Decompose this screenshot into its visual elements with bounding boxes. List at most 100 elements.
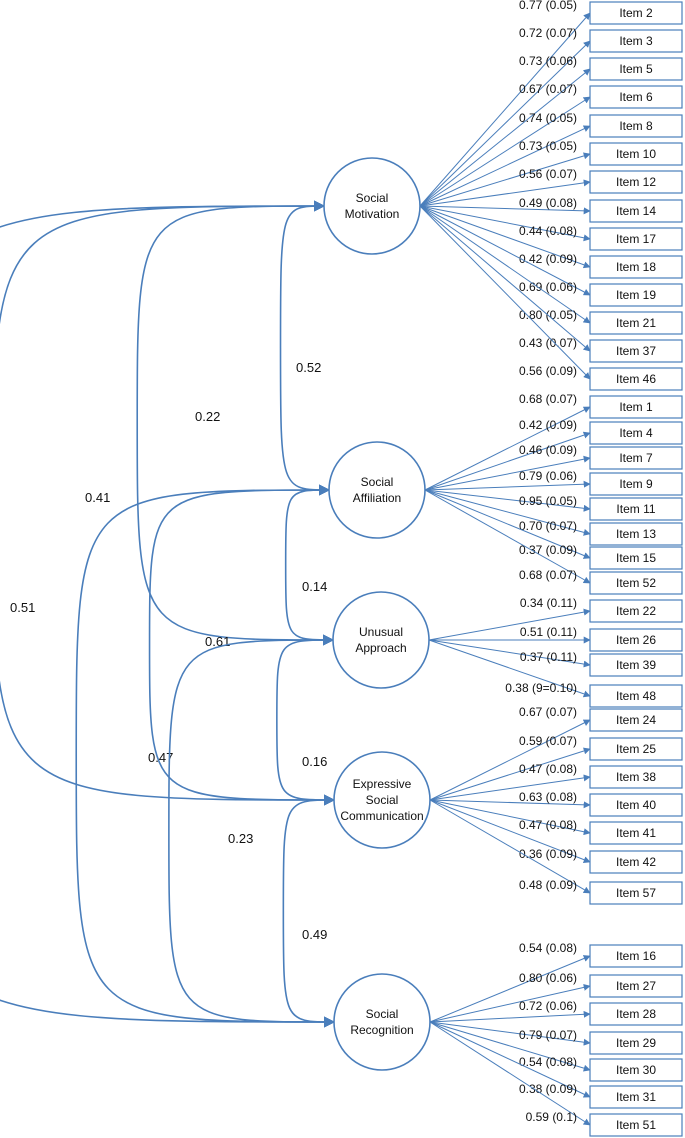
loading-label: 0.67 (0.07) — [519, 82, 577, 96]
loading-arrow — [419, 12, 591, 207]
loading-label: 0.73 (0.05) — [519, 139, 577, 153]
loading-arrow — [424, 406, 591, 491]
loading-label: 0.49 (0.08) — [519, 196, 577, 210]
item-box — [589, 737, 683, 761]
factor-label-line: Approach — [355, 641, 406, 655]
item-box — [589, 421, 683, 445]
loading-arrow — [429, 799, 591, 809]
loading-arrow — [424, 431, 591, 491]
item-label: Item 9 — [619, 477, 653, 491]
item-label: Item 1 — [619, 400, 653, 414]
loading-label: 0.37 (0.11) — [520, 650, 577, 664]
loading-arrow — [429, 1021, 591, 1126]
item-box — [589, 29, 683, 53]
loading-label: 0.51 (0.11) — [520, 625, 577, 639]
correlation-arc-sm-esc — [0, 200, 336, 806]
loading-label: 0.95 (0.05) — [519, 494, 577, 508]
item-box — [589, 684, 683, 708]
loading-label: 0.72 (0.06) — [519, 999, 577, 1013]
loading-arrow — [429, 719, 591, 801]
loading-arrow — [419, 205, 591, 215]
loading-arrow — [428, 639, 591, 668]
loading-label: 0.46 (0.09) — [519, 443, 577, 457]
loading-label: 0.68 (0.07) — [519, 568, 577, 582]
factor-ellipse — [333, 751, 431, 849]
loading-arrow — [424, 480, 591, 491]
loading-arrow — [419, 179, 591, 207]
loading-arrow — [419, 68, 591, 207]
item-box — [589, 199, 683, 223]
item-label: Item 5 — [619, 62, 653, 76]
item-label: Item 52 — [616, 576, 656, 590]
factor-label-line: Affiliation — [353, 491, 401, 505]
loading-arrow — [429, 774, 591, 801]
loading-arrow — [429, 799, 591, 863]
loading-layer: 0.77 (0.05)0.72 (0.07)0.73 (0.06)0.67 (0… — [419, 0, 591, 1126]
item-label: Item 3 — [619, 34, 653, 48]
item-label: Item 22 — [616, 604, 656, 618]
loading-label: 0.42 (0.09) — [519, 252, 577, 266]
loading-label: 0.56 (0.09) — [519, 364, 577, 378]
correlation-label-ua-sr: 0.23 — [228, 831, 253, 846]
factor-ellipse — [333, 973, 431, 1071]
item-box — [589, 283, 683, 307]
item-label: Item 14 — [616, 204, 656, 218]
item-label: Item 39 — [616, 658, 656, 672]
item-label: Item 7 — [619, 451, 653, 465]
correlation-arc-esc-sr — [282, 794, 336, 1028]
loading-label: 0.77 (0.05) — [519, 0, 577, 12]
loading-label: 0.72 (0.07) — [519, 26, 577, 40]
item-box — [589, 227, 683, 251]
correlation-arc-ua-sr — [168, 634, 336, 1028]
correlation-arc-sm-sa — [279, 200, 331, 496]
loading-arrow — [424, 489, 591, 584]
item-box — [589, 850, 683, 874]
item-box — [589, 765, 683, 789]
item-label: Item 27 — [616, 979, 656, 993]
correlation-label-ua-esc: 0.16 — [302, 754, 327, 769]
loading-arrow — [429, 1010, 591, 1023]
item-box — [589, 793, 683, 817]
item-label: Item 18 — [616, 260, 656, 274]
item-label: Item 13 — [616, 527, 656, 541]
item-label: Item 19 — [616, 288, 656, 302]
correlation-arc-sa-ua — [284, 484, 335, 646]
item-label: Item 12 — [616, 175, 656, 189]
item-label: Item 29 — [616, 1036, 656, 1050]
correlation-arc-ua-esc — [276, 634, 336, 806]
loading-label: 0.38 (9=0.10) — [505, 681, 577, 695]
item-label: Item 15 — [616, 551, 656, 565]
item-label: Item 57 — [616, 886, 656, 900]
item-label: Item 51 — [616, 1118, 656, 1132]
loading-label: 0.47 (0.08) — [519, 762, 577, 776]
item-box — [589, 472, 683, 496]
item-label: Item 42 — [616, 855, 656, 869]
item-box — [589, 708, 683, 732]
factor-label-line: Unusual — [359, 625, 403, 639]
item-label: Item 48 — [616, 689, 656, 703]
item-box — [589, 114, 683, 138]
loading-arrow — [429, 799, 591, 894]
factor-label-line: Communication — [340, 809, 423, 823]
item-box — [589, 1002, 683, 1026]
item-box — [589, 497, 683, 521]
factor-label-line: Expressive — [353, 777, 412, 791]
item-label: Item 30 — [616, 1063, 656, 1077]
loading-arrow — [419, 40, 591, 207]
item-label: Item 25 — [616, 742, 656, 756]
loading-arrow — [424, 489, 591, 512]
correlation-label-sm-sa: 0.52 — [296, 360, 321, 375]
item-box — [589, 395, 683, 419]
item-label: Item 11 — [616, 502, 655, 516]
correlation-label-sm-ua: 0.22 — [195, 409, 220, 424]
factor-ellipse — [323, 157, 421, 255]
item-box — [589, 944, 683, 968]
item-box — [589, 446, 683, 470]
item-label: Item 6 — [619, 90, 653, 104]
correlation-label-sa-ua: 0.14 — [302, 579, 327, 594]
